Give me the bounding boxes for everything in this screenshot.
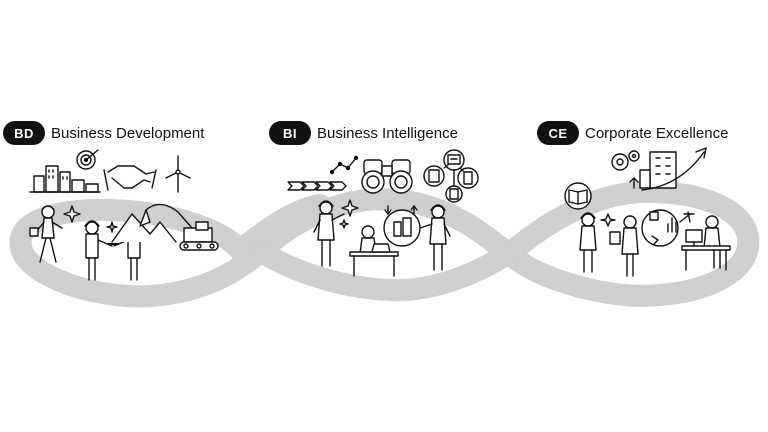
analysis-chart-icon bbox=[641, 209, 695, 247]
document-worker-figure bbox=[609, 215, 639, 277]
section-badge: BD bbox=[3, 121, 45, 145]
bi-illustration bbox=[287, 149, 479, 277]
magnifier-buildings-icon bbox=[383, 205, 421, 247]
trend-line-icon bbox=[329, 155, 359, 175]
bd-illustration bbox=[29, 149, 219, 281]
wind-turbine-icon bbox=[165, 155, 191, 193]
city-skyline-icon bbox=[29, 165, 101, 193]
seated-worker-laptop-figure bbox=[349, 225, 399, 277]
walking-worker-figure bbox=[29, 205, 63, 263]
presenting-worker-figure bbox=[419, 204, 451, 271]
section-badge: BI bbox=[269, 121, 311, 145]
standing-worker-figure bbox=[313, 200, 345, 267]
mountain-icon bbox=[111, 213, 177, 243]
book-icon bbox=[564, 182, 592, 210]
section-header-bi: BI Business Intelligence bbox=[269, 120, 458, 146]
excavator-icon bbox=[139, 203, 219, 251]
handshake-icon bbox=[103, 165, 157, 191]
section-title: Corporate Excellence bbox=[585, 124, 729, 142]
section-header-bd: BD Business Development bbox=[3, 120, 204, 146]
computer-worker-figure bbox=[681, 215, 731, 271]
ce-illustration bbox=[564, 147, 731, 277]
sparkle-icon bbox=[339, 199, 359, 229]
sparkle-icon bbox=[63, 205, 118, 233]
section-title: Business Intelligence bbox=[317, 124, 458, 142]
sparkle-icon bbox=[600, 213, 616, 227]
progress-chevrons-icon bbox=[287, 181, 347, 191]
section-title: Business Development bbox=[51, 124, 205, 142]
section-badge: CE bbox=[537, 121, 579, 145]
reading-worker-figure bbox=[579, 212, 597, 273]
target-icon bbox=[76, 149, 99, 170]
data-circles-icon bbox=[423, 149, 479, 203]
growth-arrow-icon bbox=[641, 147, 707, 191]
section-header-ce: CE Corporate Excellence bbox=[537, 120, 728, 146]
binoculars-icon bbox=[361, 159, 413, 194]
gear-icon bbox=[611, 150, 640, 171]
